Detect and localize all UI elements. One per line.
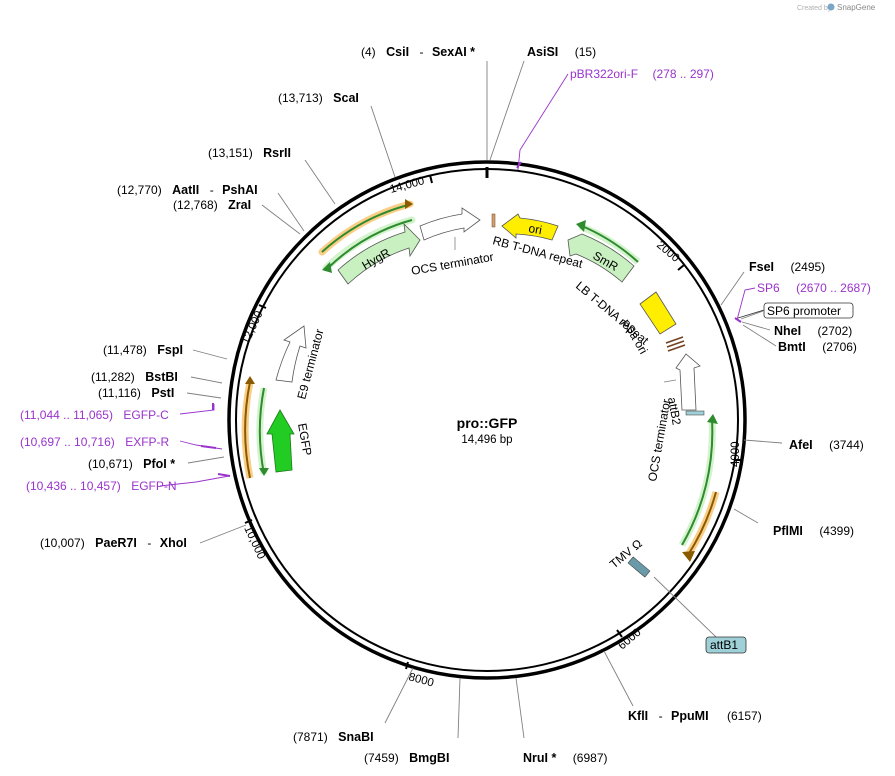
site-fsei-label: FseI (2495) bbox=[749, 258, 825, 275]
snapgene-logo-icon bbox=[827, 3, 835, 11]
site-bstbi-label: (11,282) BstBI bbox=[91, 368, 178, 385]
site-nrui-label: NruI * (6987) bbox=[523, 749, 607, 766]
egfp-arrow bbox=[266, 409, 295, 473]
site-afei-label: AfeI (3744) bbox=[789, 436, 864, 453]
tick-label-12000: 12,000 bbox=[240, 309, 266, 346]
rb-repeat-marker bbox=[491, 213, 496, 228]
site-zrai-label: (12,768) ZraI bbox=[173, 196, 251, 213]
primer-pbr322-label: pBR322ori-F (278 .. 297) bbox=[570, 65, 714, 82]
primer-egfpn-label: (10,436 .. 10,457) EGFP-N bbox=[26, 477, 177, 494]
feature-ocs-right-label: OCS terminator bbox=[645, 398, 673, 483]
site-snabi-label: (7871) SnaBI bbox=[293, 728, 374, 745]
site-bmgbi-label: (7459) BmgBI bbox=[364, 749, 449, 766]
site-bmti-label: BmtI (2706) bbox=[778, 338, 857, 355]
right-orf-bars bbox=[678, 414, 720, 562]
hygr-arrow bbox=[337, 222, 421, 285]
primer-egfpc-label: (11,044 .. 11,065) EGFP-C bbox=[20, 406, 169, 423]
egfp-orf-bars bbox=[241, 376, 269, 479]
site-nhei-label: NheI (2702) bbox=[774, 322, 852, 339]
smr-arrow bbox=[567, 233, 635, 283]
site-aatii-label: (12,770) AatII - PshAI bbox=[117, 181, 258, 198]
primers: pBR322ori-F (278 .. 297) SP6 (2670 .. 26… bbox=[20, 65, 871, 494]
tick-label-8000: 8000 bbox=[407, 671, 435, 689]
credit-text: Created by bbox=[797, 5, 832, 12]
attb1-box bbox=[705, 636, 747, 654]
site-asisi-label: AsiSI (15) bbox=[527, 43, 596, 60]
ocs-terminator-right-arrow bbox=[675, 353, 701, 411]
brand-text: SnapGene bbox=[837, 3, 876, 12]
feature-ocs-top-label: OCS terminator bbox=[410, 250, 495, 278]
feature-attb1-label: attB1 bbox=[710, 638, 738, 652]
feature-ori-label: ori bbox=[527, 221, 543, 237]
tick-label-10000: 10,000 bbox=[241, 524, 267, 561]
ocs-terminator-top-arrow bbox=[419, 207, 481, 241]
site-psti-label: (11,116) PstI bbox=[98, 384, 174, 401]
primer-exfpr-label: (10,697 .. 10,716) EXFP-R bbox=[20, 433, 170, 450]
sp6-promoter-box bbox=[763, 302, 854, 319]
site-kfli-label: KflI - PpuMI (6157) bbox=[628, 707, 762, 724]
feature-egfp-label: EGFP bbox=[295, 422, 314, 457]
e9-terminator-arrow bbox=[275, 325, 307, 383]
hygr-orf-bars bbox=[318, 199, 416, 273]
feature-sp6-promoter-label: SP6 promoter bbox=[767, 304, 841, 318]
site-rsrii-label: (13,151) RsrII bbox=[208, 144, 291, 161]
site-fspi-label: (11,478) FspI bbox=[103, 341, 183, 358]
plasmid-size: 14,496 bp bbox=[461, 434, 512, 446]
psa-ori-block bbox=[639, 291, 677, 335]
primer-sp6-label: SP6 (2670 .. 2687) bbox=[757, 279, 871, 296]
site-pfoi-label: (10,671) PfoI * bbox=[88, 455, 175, 472]
smr-orf-bars bbox=[576, 220, 641, 265]
lb-repeat-marker bbox=[665, 336, 686, 352]
site-paer7i-label: (10,007) PaeR7I - XhoI bbox=[40, 534, 187, 551]
site-scai-label: (13,713) ScaI bbox=[278, 89, 359, 106]
tick-label-4000: 4000 bbox=[730, 441, 742, 467]
site-csii-label: (4) CsiI - SexAI * bbox=[361, 43, 475, 60]
site-pflmi-label: PflMI (4399) bbox=[773, 522, 854, 539]
plasmid-name: pro::GFP bbox=[457, 415, 518, 431]
tick-label-6000: 6000 bbox=[616, 627, 643, 653]
feature-attb2-label: attB2 bbox=[665, 396, 684, 426]
tick-label-2000: 2000 bbox=[654, 239, 681, 265]
attb2-marker bbox=[685, 410, 705, 416]
tmv-omega-marker bbox=[627, 556, 651, 578]
primer-marks bbox=[200, 161, 742, 477]
ori-arrow bbox=[501, 213, 559, 241]
restriction-sites: (4) CsiI - SexAI * AsiSI (15) (13,713) S… bbox=[40, 43, 864, 766]
backbone-outer bbox=[227, 160, 747, 680]
